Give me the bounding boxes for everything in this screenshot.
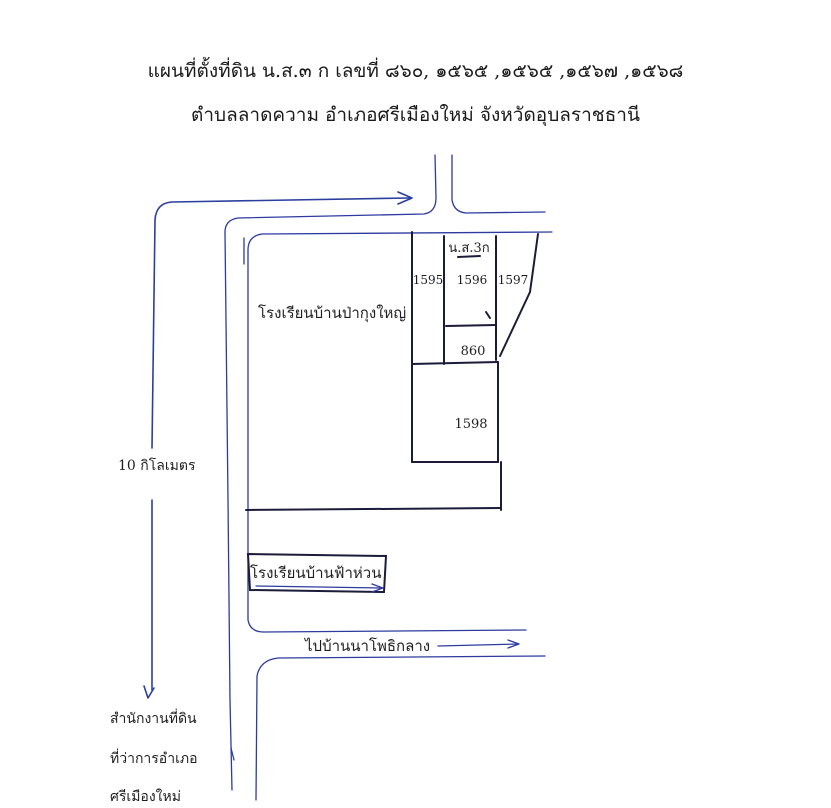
doc-underline [457, 255, 481, 258]
road-tick-2 [230, 747, 235, 761]
parcel-outline-bottom-860 [411, 361, 499, 365]
top-road-right-edge [451, 154, 546, 214]
road-label-arrowhead [507, 639, 520, 649]
doc-type-label: น.ส.3ก [448, 241, 489, 256]
lower-road-edge [255, 655, 546, 801]
distance-label: 10 กิโลเมตร [118, 457, 196, 474]
office-label-line3: ศรีเมืองใหม่ [110, 788, 181, 805]
road-label-arrow [437, 643, 519, 647]
parcel-1595-label: 1595 [413, 273, 444, 287]
office-label-line2: ที่ว่าการอำเภอ [110, 749, 198, 767]
parcel-860-label: 860 [461, 344, 486, 359]
school-small-label: โรงเรียนบ้านฟ้าห่วน [250, 564, 381, 582]
route-arrowhead-bottom [143, 685, 155, 699]
parcel-outline-mid-1596 [445, 324, 497, 327]
school-big-label: โรงเรียนบ้านป่ากุงใหญ่ [258, 304, 406, 323]
main-road-outer-edge [224, 231, 233, 791]
route-arrowhead-top [397, 191, 413, 205]
top-road-left-edge [224, 154, 437, 233]
parcel-outline-main-bottom [245, 507, 502, 511]
small-school-box [246, 552, 388, 594]
parcel-1598-label: 1598 [454, 417, 487, 432]
map-subtitle: ตำบลลาดความ อำเภอศรีเมืองใหม่ จังหวัดอุบ… [191, 104, 640, 126]
parcel-1597-label: 1597 [498, 273, 529, 287]
small-school-arrowhead [371, 583, 384, 593]
route-arrow-path-top [151, 197, 411, 449]
small-school-arrow [255, 585, 383, 589]
office-label-line1: สำนักงานที่ดิน [110, 709, 197, 727]
road-destination-label: ไปบ้านนาโพธิกลาง [304, 637, 430, 655]
small-mark [485, 311, 491, 319]
parcel-1596-label: 1596 [457, 273, 488, 287]
map-title: แผนที่ตั้งที่ดิน น.ส.๓ ก เลขที่ ๘๖๐, ๑๕๖… [147, 60, 684, 82]
main-road-inner-edge [247, 231, 553, 633]
parcel-outline-1597-right [499, 233, 539, 357]
